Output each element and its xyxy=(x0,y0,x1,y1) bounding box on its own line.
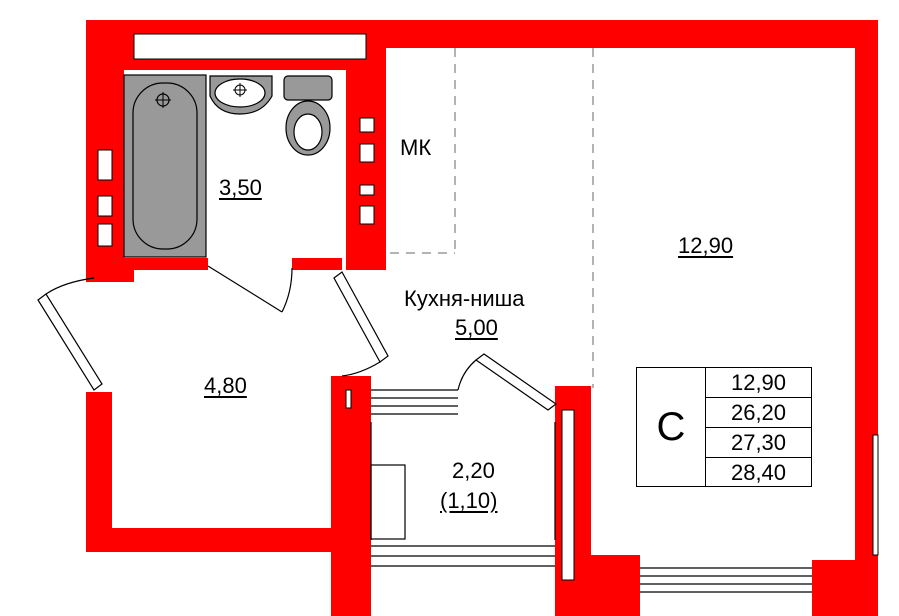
area-legend: С 12,90 26,20 27,30 28,40 xyxy=(636,367,812,487)
legend-area-living: 12,90 xyxy=(730,370,787,395)
doors xyxy=(37,265,558,411)
hall-area: 4,80 xyxy=(204,373,247,398)
balcony-reduced-area: (1,10) xyxy=(440,488,498,513)
balcony-area: 2,20 xyxy=(452,458,495,483)
sink-icon xyxy=(209,75,273,115)
kitchen-name: Кухня-ниша xyxy=(404,286,525,311)
bathtub-icon xyxy=(123,74,207,258)
legend-area-with-balcony-reduced: 27,30 xyxy=(706,427,811,457)
bathroom-area: 3,50 xyxy=(219,175,262,200)
legend-area-total: 26,20 xyxy=(706,397,811,427)
living-room-area: 12,90 xyxy=(678,233,734,258)
toilet-icon xyxy=(283,75,333,156)
window-openings xyxy=(97,33,879,581)
closet-label: МК xyxy=(400,135,432,160)
glazing xyxy=(370,389,812,593)
legend-area-with-balcony: 28,40 xyxy=(706,457,811,487)
apartment-type: С xyxy=(637,368,706,486)
zone-boundaries xyxy=(390,48,594,388)
kitchen-area: 5,00 xyxy=(455,315,498,340)
